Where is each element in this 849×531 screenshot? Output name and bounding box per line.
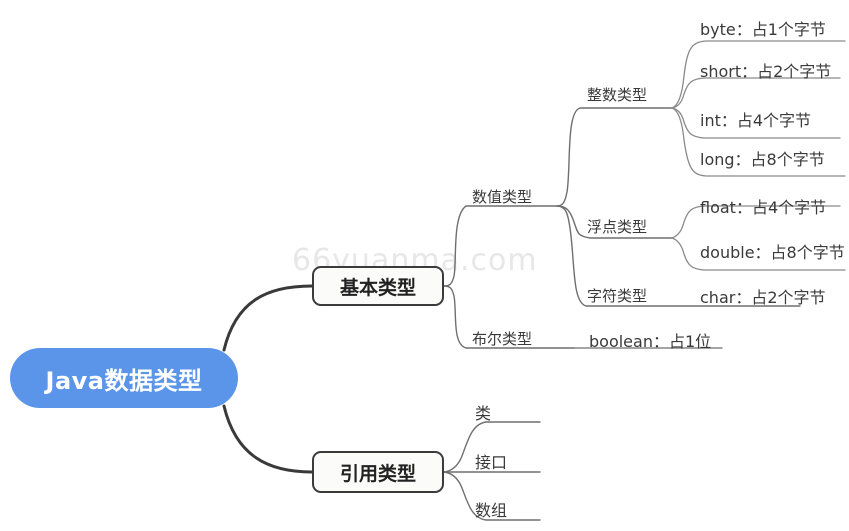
link-root-to-reference [222,404,314,474]
leaf-int[interactable]: int：占4个字节 [700,111,812,130]
root-node-label: Java数据类型 [45,366,203,395]
link-root-to-basic [222,284,314,352]
link-numeric-to-float [556,205,673,239]
node-integer-type[interactable]: 整数类型 [587,86,648,104]
node-char-type[interactable]: 字符类型 [587,287,648,305]
link-reference-to-array [443,471,541,521]
root-node[interactable]: Java数据类型 [10,348,238,408]
node-basic-type[interactable]: 基本类型 [312,266,444,306]
leaf-float[interactable]: float：占4个字节 [700,198,827,217]
node-reference-type[interactable]: 引用类型 [312,451,444,493]
node-array[interactable]: 数组 [475,501,508,520]
link-integer-to-int [671,107,841,139]
link-basic-to-boolean [443,285,723,349]
link-integer-to-long [671,107,846,177]
link-numeric-to-integer [556,107,673,207]
node-numeric-type[interactable]: 数值类型 [472,188,533,206]
link-integer-to-byte [671,40,846,109]
node-interface[interactable]: 接口 [475,453,508,472]
link-float-to-double [671,237,846,271]
leaf-double[interactable]: double：占8个字节 [700,243,845,262]
link-integer-to-short [671,77,841,109]
leaf-boolean[interactable]: boolean：占1位 [589,332,712,351]
link-reference-to-class [443,421,541,473]
leaf-byte[interactable]: byte：占1个字节 [700,20,826,39]
node-class[interactable]: 类 [475,404,492,423]
node-float-type[interactable]: 浮点类型 [587,218,648,236]
node-boolean-type[interactable]: 布尔类型 [472,330,533,348]
link-basic-to-numeric [443,205,558,287]
leaf-long[interactable]: long：占8个字节 [700,150,825,169]
link-float-to-float [671,205,841,239]
link-numeric-to-char [556,205,801,307]
leaf-char[interactable]: char：占2个字节 [700,288,826,307]
node-basic-type-label: 基本类型 [339,276,416,299]
node-reference-type-label: 引用类型 [339,462,416,485]
leaf-short[interactable]: short：占2个字节 [700,62,832,81]
